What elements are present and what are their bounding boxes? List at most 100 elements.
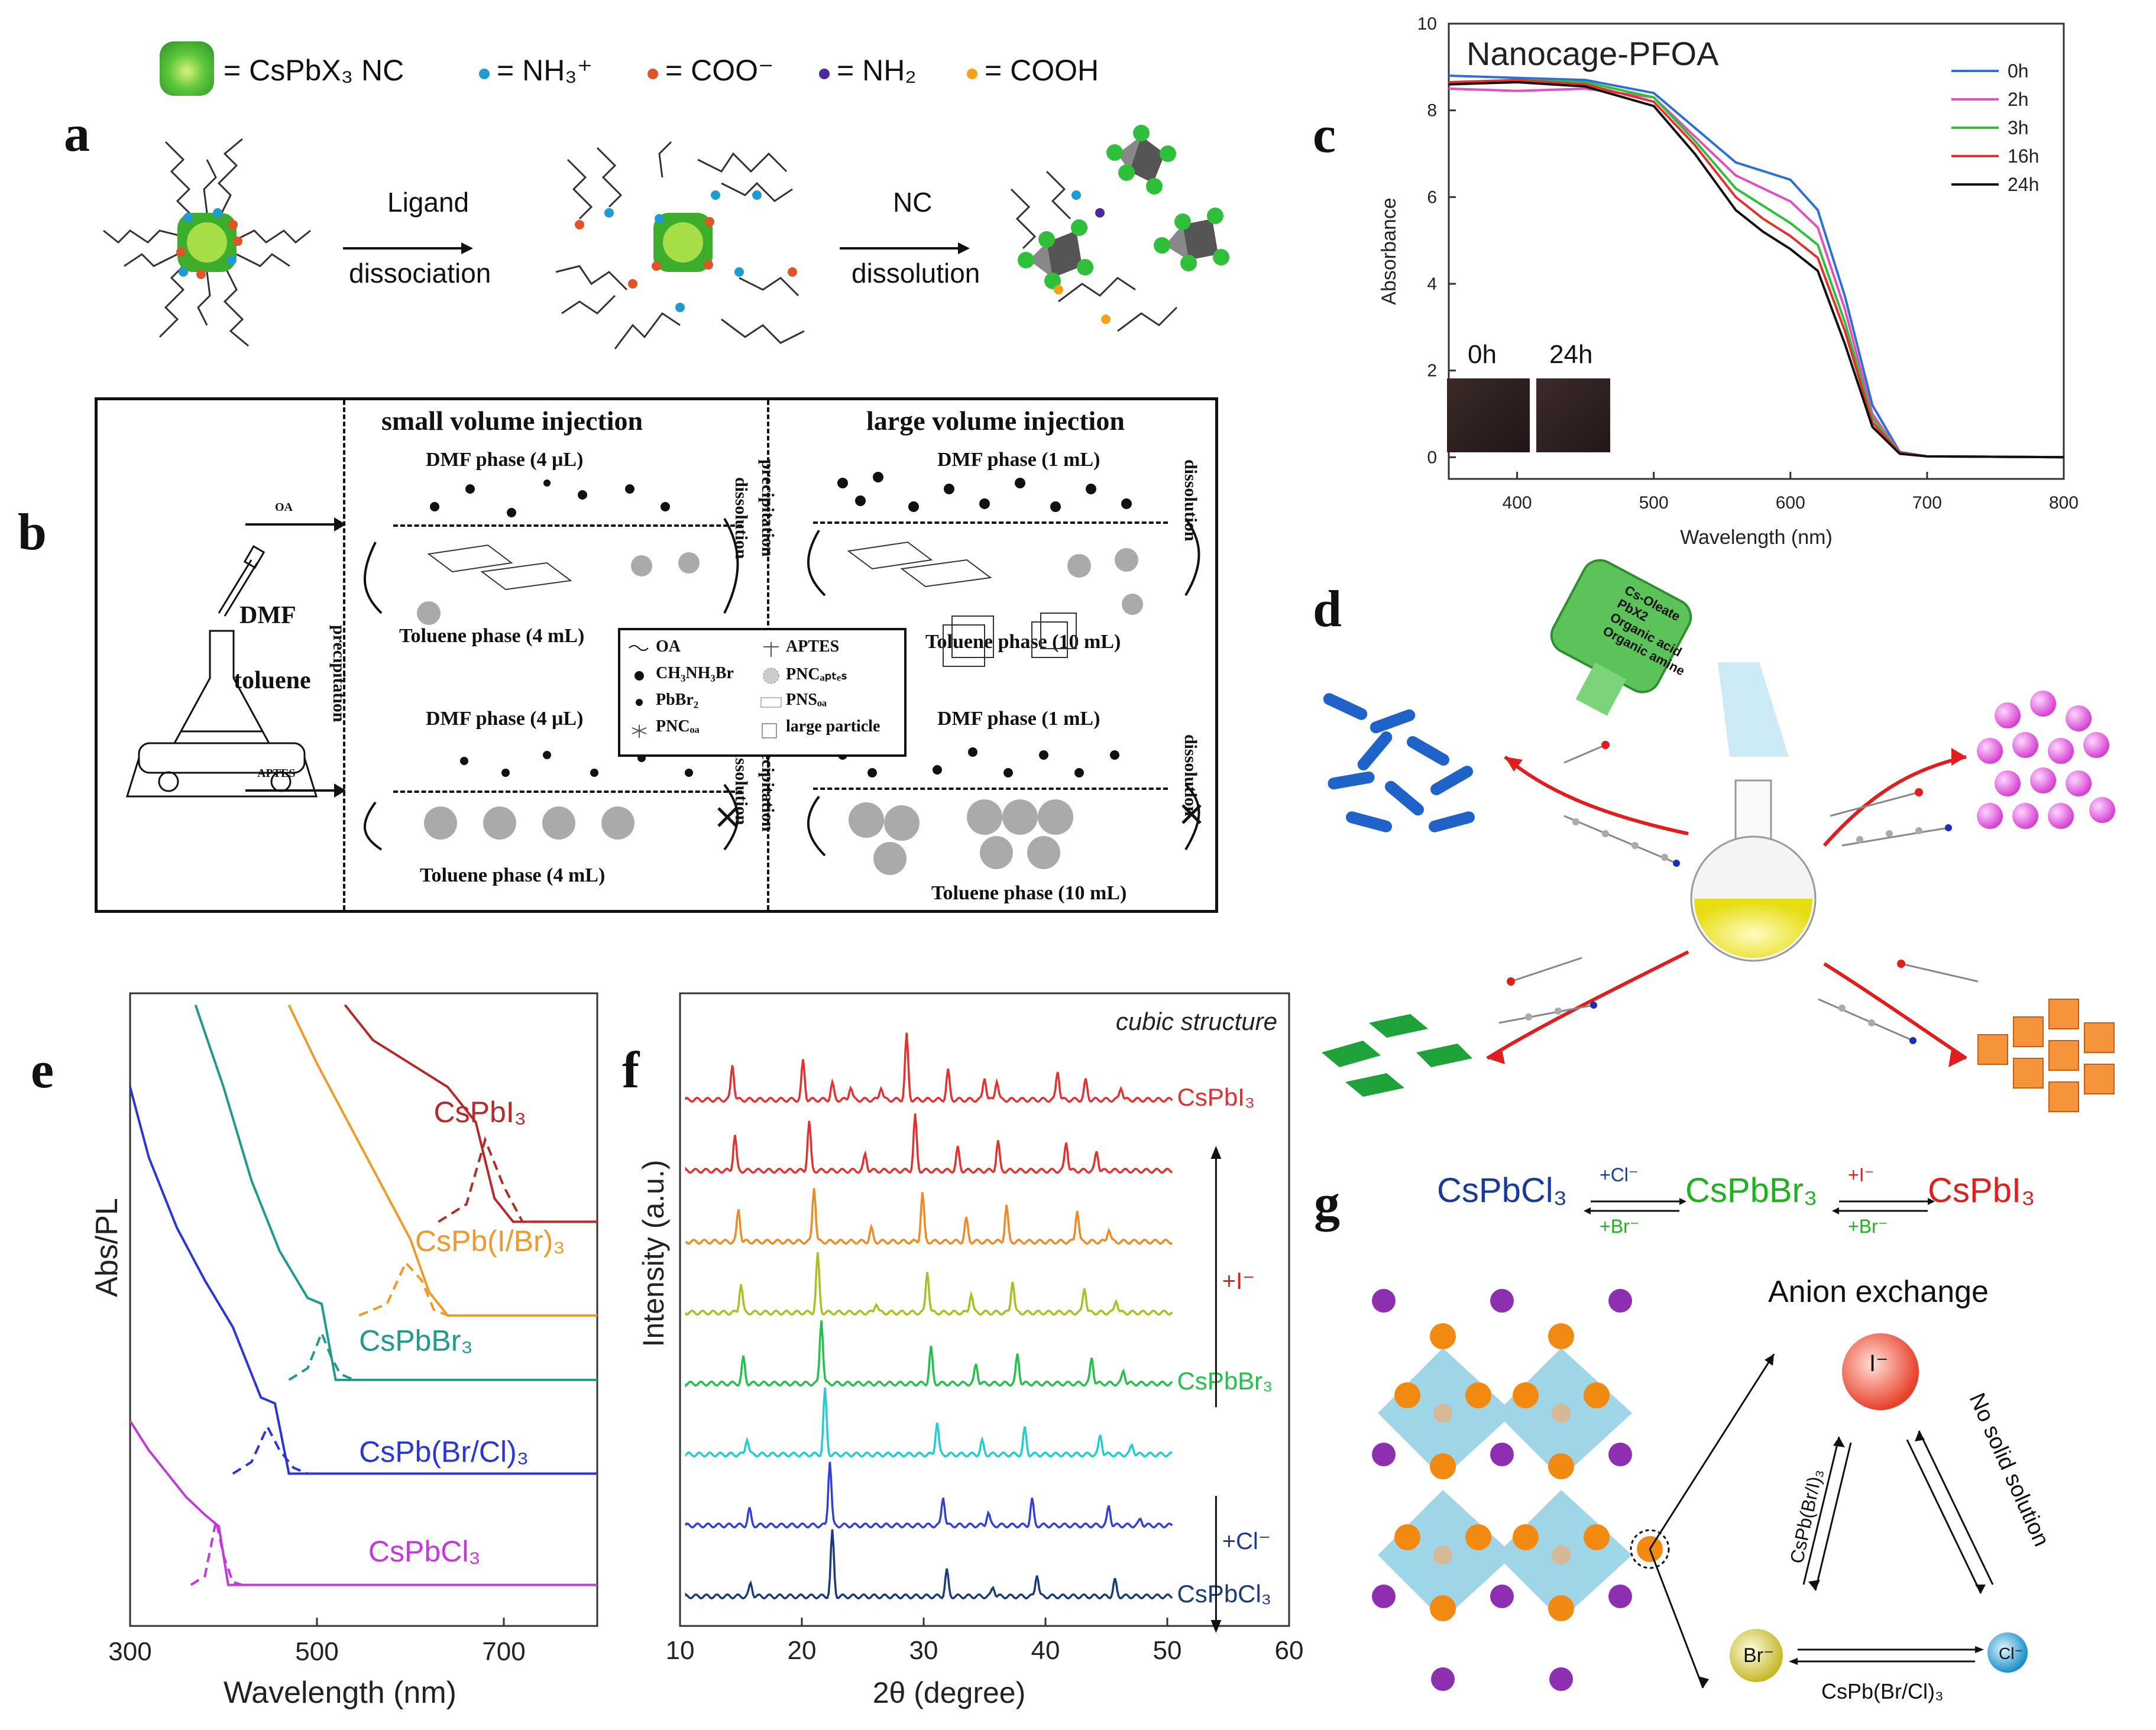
chart-f-pattern-5 — [685, 1387, 1173, 1458]
chart-c-ylabel: Absorbance — [1378, 197, 1400, 304]
chart-c-xtick-label-1: 500 — [1639, 493, 1669, 513]
sample-image-24h — [1536, 378, 1610, 452]
chart-c-ytick-label-0: 0 — [1427, 448, 1437, 467]
eq-plus-cl: +Cl⁻ — [1600, 1164, 1639, 1185]
chart-e-pl-4 — [190, 1520, 243, 1586]
legend-cooh-label: = COOH — [985, 54, 1099, 87]
label-cspb-br-cl: CsPb(Br/Cl)₃ — [1821, 1679, 1944, 1703]
interface-small-bottom — [393, 791, 742, 793]
chart-f-series-label-0: CsPbI₃ — [1177, 1083, 1254, 1111]
legend-pnc-oa: PNCₒₐ — [656, 717, 700, 736]
chart-f-frame — [679, 992, 1290, 1627]
legend-mabr: CH₃NH₃Br — [656, 664, 734, 682]
ion-chloride: Cl⁻ — [1999, 1644, 2024, 1663]
legend-nh2-dot-icon — [819, 69, 830, 79]
exchange-cycle-illustration — [1649, 1333, 2028, 1689]
chart-f-annot-cl: +Cl⁻ — [1222, 1528, 1271, 1554]
chart-c-ytick-label-5: 10 — [1417, 14, 1437, 34]
eq-plus-br-1: +Br⁻ — [1600, 1216, 1640, 1237]
chart-e-series-label-4: CsPbCl₃ — [368, 1535, 481, 1568]
chart-e-xtick-label-0: 300 — [108, 1637, 151, 1666]
small-volume-title: small volume injection — [381, 406, 643, 436]
ion-iodide: I⁻ — [1869, 1350, 1889, 1376]
chart-e-xtick-label-2: 700 — [482, 1637, 525, 1666]
chart-c-legend-label-24h: 24h — [2008, 174, 2039, 195]
legend-aptes: APTES — [786, 637, 840, 656]
chart-c-ytick-label-3: 6 — [1427, 187, 1437, 207]
legend-coo-dot-icon — [648, 69, 658, 79]
legend-nc-label: = CsPbX₃ NC — [224, 54, 404, 87]
legend-nh3-label: = NH₃⁺ — [497, 54, 593, 87]
chart-f-annot-i: +I⁻ — [1222, 1268, 1255, 1294]
chart-f-series-label-4: CsPbBr₃ — [1177, 1367, 1273, 1395]
dmf-phase-small-bottom: DMF phase (4 μL) — [426, 708, 584, 730]
chart-c-legend-label-16h: 16h — [2008, 145, 2039, 167]
chart-e-pl-1 — [358, 1261, 448, 1317]
chart-c-xtick-label-0: 400 — [1503, 493, 1532, 513]
chart-e-ylabel: Abs/PL — [90, 1198, 124, 1297]
oa-label: OA — [275, 501, 293, 514]
eq-cspbi3: CsPbI₃ — [1928, 1171, 2035, 1210]
panel-b-particles-illustration — [363, 472, 1202, 875]
chart-f-series-label-7: CsPbCl₃ — [1177, 1580, 1271, 1608]
chart-e-series-label-3: CsPb(Br/Cl)₃ — [359, 1436, 529, 1469]
panel-b-legend: OA CH₃NH₃Br PbBr₂ PNCₒₐ APTES PNCₐₚₜₑₛ P… — [618, 628, 907, 757]
nc-dissolution-arrow — [840, 242, 970, 254]
step2-label-line1: NC — [893, 187, 933, 218]
panel-g: CsPbCl₃ +Cl⁻ +Br⁻ CsPbBr₃ +I⁻ +Br⁻ CsPbI… — [1360, 1159, 2152, 1726]
chart-f-xtick-label-2: 30 — [909, 1636, 938, 1665]
legend-pbbr2: PbBr₂ — [656, 691, 699, 709]
panel-d-illustration — [1322, 559, 2115, 1112]
toluene-phase-small-bottom: Toluene phase (4 mL) — [420, 864, 606, 886]
eq-cspbbr3: CsPbBr₃ — [1685, 1171, 1818, 1210]
dmf-phase-small-top: DMF phase (4 μL) — [426, 449, 584, 471]
ion-bromide: Br⁻ — [1743, 1644, 1774, 1667]
chart-f-pattern-2 — [685, 1188, 1173, 1245]
eq-plus-br-2: +Br⁻ — [1848, 1216, 1888, 1237]
toluene-label: toluene — [234, 667, 311, 694]
panel-label-a: a — [64, 105, 90, 163]
dmf-phase-large-bottom: DMF phase (1 mL) — [937, 708, 1100, 730]
dissociated-nanocrystal-illustration — [555, 141, 805, 349]
chart-c-legend-label-3h: 3h — [2008, 117, 2029, 138]
toluene-phase-large-top: Toluene phase (10 mL) — [925, 631, 1121, 653]
chart-e-series-label-1: CsPb(I/Br)₃ — [415, 1224, 565, 1258]
toluene-phase-small-top: Toluene phase (4 mL) — [399, 625, 585, 647]
chart-e-xtick-label-1: 500 — [295, 1637, 338, 1666]
chart-c-xtick-label-4: 800 — [2049, 493, 2079, 513]
legend-pns-oa: PNSₒₐ — [786, 691, 827, 709]
dmf-phase-large-top: DMF phase (1 mL) — [937, 449, 1100, 471]
eq-cspbcl3: CsPbCl₃ — [1437, 1171, 1568, 1210]
chart-c-legend-label-0h: 0h — [2008, 60, 2029, 82]
legend-oa: OA — [656, 637, 681, 656]
panel-b-divider-1 — [343, 400, 345, 910]
legend-cooh-dot-icon — [967, 69, 977, 79]
sample-label-24h: 24h — [1549, 340, 1593, 369]
chart-e-abs-3 — [129, 1086, 597, 1475]
chart-f-xtick-label-3: 40 — [1031, 1636, 1060, 1665]
chart-c-ytick-label-1: 2 — [1427, 361, 1437, 381]
step2-label-line2: dissolution — [852, 258, 980, 289]
interface-large-bottom — [813, 788, 1168, 790]
chart-c-ytick-label-2: 4 — [1427, 274, 1437, 294]
step1-label-line1: Ligand — [387, 187, 470, 218]
interface-large-top — [813, 521, 1168, 524]
chart-f-xtick-label-0: 10 — [666, 1636, 695, 1665]
legend-pnc-aptes: PNCₐₚₜₑₛ — [786, 665, 847, 683]
chart-f-xlabel: 2θ (degree) — [873, 1676, 1026, 1709]
chart-e-series-label-0: CsPbI₃ — [434, 1096, 527, 1129]
ligand-dissociation-arrow — [343, 242, 473, 254]
chart-c-xlabel: Wavelength (nm) — [1680, 526, 1833, 549]
chart-f-arrowhead-up — [1210, 1146, 1222, 1159]
eq-plus-i: +I⁻ — [1848, 1164, 1875, 1185]
aptes-label: APTES — [257, 767, 296, 780]
chart-e-series-label-2: CsPbBr₃ — [359, 1324, 473, 1357]
chart-f-pattern-7 — [685, 1529, 1173, 1600]
stirrer-flask-illustration — [125, 545, 318, 798]
chart-c-ytick-label-4: 8 — [1427, 101, 1437, 121]
chart-f-ylabel: Intensity (a.u.) — [637, 1160, 670, 1347]
panel-label-b: b — [18, 504, 47, 561]
chart-f-pattern-4 — [685, 1320, 1173, 1388]
